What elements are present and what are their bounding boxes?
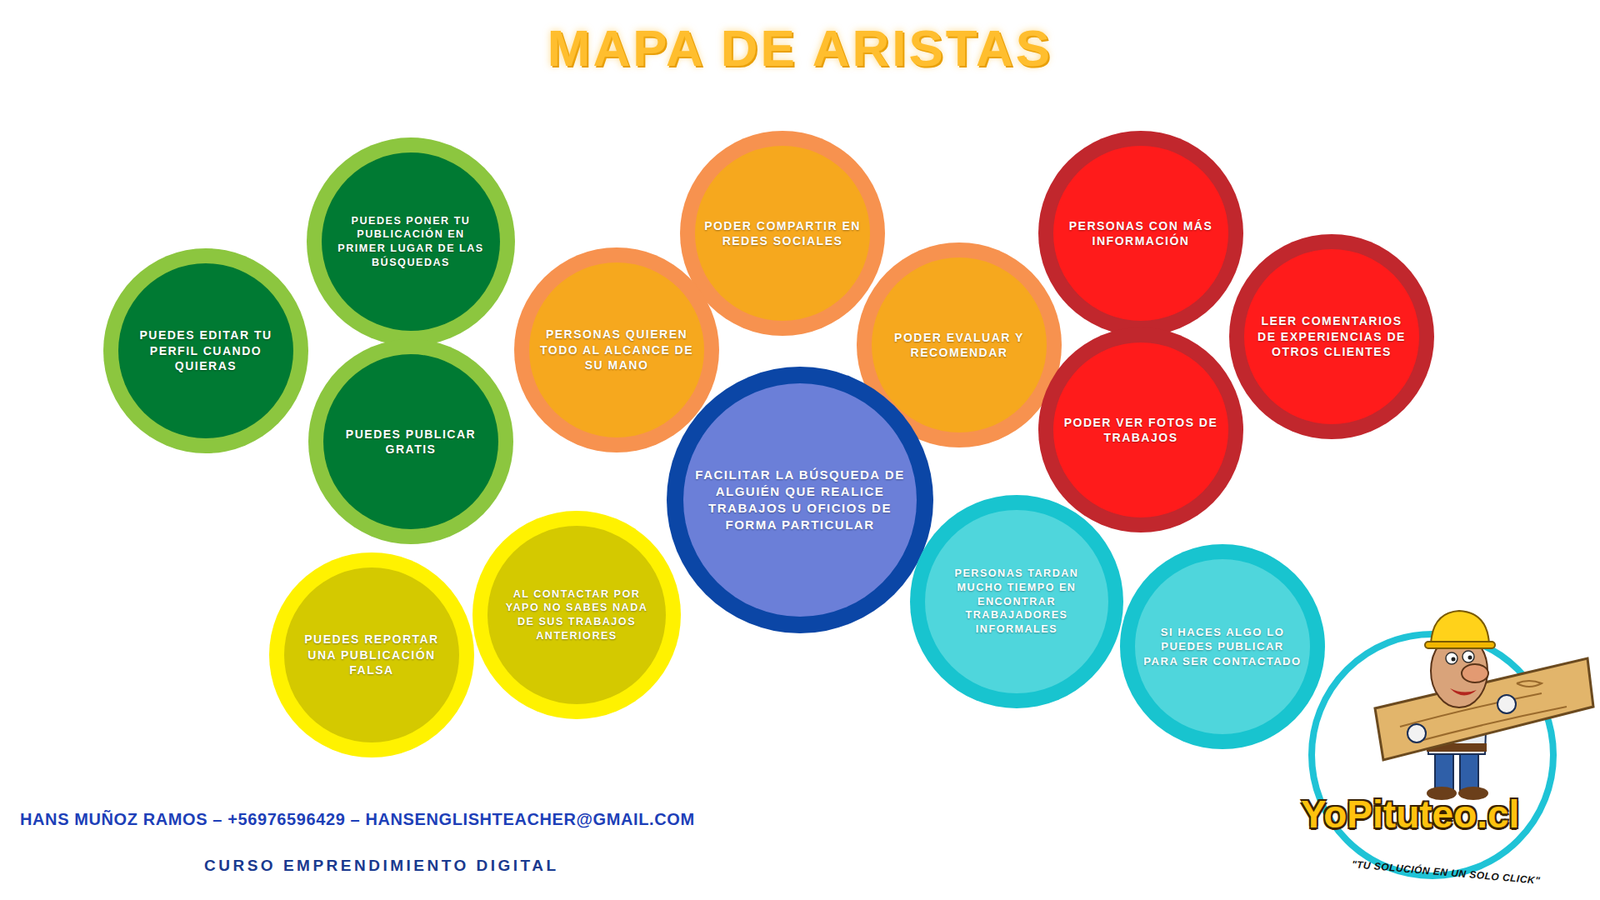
- idea-circle: PODER VER FOTOS DE TRABAJOS: [1038, 327, 1244, 533]
- course-name: CURSO EMPRENDIMIENTO DIGITAL: [204, 856, 560, 875]
- circle-fill: [1053, 145, 1229, 321]
- circle-text: AL CONTACTAR POR YAPO NO SABES NADA DE S…: [497, 587, 656, 643]
- circle-ring: [103, 248, 309, 454]
- circle-shape: [1038, 327, 1244, 533]
- circle-text: PERSONAS TARDAN MUCHO TIEMPO EN ENCONTRA…: [937, 566, 1096, 636]
- logo-tagline: "TU SOLUCIÓN EN UN SOLO CLICK": [1350, 858, 1540, 887]
- hard-hat: [1430, 610, 1490, 645]
- circle-ring: [666, 366, 934, 634]
- circle-fill: [683, 383, 917, 617]
- circle-text: PODER EVALUAR Y RECOMENDAR: [880, 330, 1039, 361]
- circle-fill: [695, 145, 870, 321]
- circle-text: PUEDES EDITAR TU PERFIL CUANDO QUIERAS: [126, 327, 285, 374]
- circle-fill: [321, 152, 500, 331]
- worker-cartoon: [1375, 610, 1594, 800]
- worker-eye: [1445, 652, 1458, 665]
- idea-circle: AL CONTACTAR POR YAPO NO SABES NADA DE S…: [472, 510, 681, 720]
- circle-text: PERSONAS QUIEREN TODO AL ALCANCE DE SU M…: [537, 326, 696, 373]
- logo-ring: [1311, 634, 1554, 876]
- author-credit: HANS MUÑOZ RAMOS – +56976596429 – HANSEN…: [20, 810, 695, 830]
- circle-text: LEER COMENTARIOS DE EXPERIENCIAS DE OTRO…: [1252, 313, 1411, 360]
- circle-ring: [1120, 544, 1325, 750]
- idea-circle: FACILITAR LA BÚSQUEDA DE ALGUIÉN QUE REA…: [666, 366, 934, 634]
- circle-shape: [1038, 130, 1244, 336]
- circle-text: PODER COMPARTIR EN REDES SOCIALES: [703, 218, 862, 250]
- circle-ring: [1038, 327, 1244, 533]
- circle-fill: [871, 257, 1047, 433]
- circle-shape: [306, 137, 515, 346]
- idea-circle: PERSONAS TARDAN MUCHO TIEMPO EN ENCONTRA…: [910, 495, 1124, 709]
- circle-text: FACILITAR LA BÚSQUEDA DE ALGUIÉN QUE REA…: [692, 466, 908, 533]
- worker-mouth: [1450, 688, 1477, 696]
- idea-circle: PUEDES EDITAR TU PERFIL CUANDO QUIERAS: [103, 248, 309, 454]
- logo-wordmark: YoPituteo.cl: [1300, 791, 1520, 837]
- worker-eye: [1462, 650, 1475, 663]
- circle-fill: [118, 263, 294, 439]
- circle-ring: [680, 130, 885, 336]
- circle-text: PUEDES PONER TU PUBLICACIÓN EN PRIMER LU…: [331, 214, 490, 270]
- idea-circle: PUEDES PONER TU PUBLICACIÓN EN PRIMER LU…: [306, 137, 515, 346]
- circle-text: PUEDES REPORTAR UNA PUBLICACIÓN FALSA: [292, 631, 451, 678]
- circle-text: SI HACES ALGO LO PUEDES PUBLICAR PARA SE…: [1143, 625, 1302, 669]
- idea-circle: PUEDES PUBLICAR GRATIS: [308, 339, 514, 545]
- circle-ring: [306, 137, 515, 346]
- circle-fill: [487, 525, 666, 705]
- circle-fill: [1053, 342, 1229, 518]
- worker-hand: [1407, 724, 1426, 743]
- idea-circle: PERSONAS QUIEREN TODO AL ALCANCE DE SU M…: [514, 247, 720, 453]
- circle-fill: [1135, 559, 1310, 735]
- circle-ring: [910, 495, 1124, 709]
- circle-fill: [284, 567, 460, 743]
- worker-pupil: [1451, 657, 1456, 662]
- idea-circle: LEER COMENTARIOS DE EXPERIENCIAS DE OTRO…: [1229, 234, 1435, 440]
- circle-ring: [269, 552, 475, 758]
- circle-ring: [472, 510, 681, 720]
- idea-circle: PERSONAS CON MÁS INFORMACIÓN: [1038, 130, 1244, 336]
- circle-ring: [1038, 130, 1244, 336]
- worker-pupil: [1468, 655, 1473, 660]
- circle-ring: [308, 339, 514, 545]
- circle-text: PUEDES PUBLICAR GRATIS: [331, 426, 490, 458]
- circle-ring: [1229, 234, 1435, 440]
- diagram-title: MAPA DE ARISTAS: [0, 18, 1600, 78]
- circle-fill: [323, 354, 499, 530]
- worker-hand: [1497, 695, 1516, 714]
- circle-shape: [680, 130, 885, 336]
- circle-text: PODER VER FOTOS DE TRABAJOS: [1061, 415, 1220, 446]
- idea-circle: PODER COMPARTIR EN REDES SOCIALES: [680, 130, 885, 336]
- circle-shape: [666, 366, 934, 634]
- circle-fill: [529, 262, 705, 438]
- idea-circle: PUEDES REPORTAR UNA PUBLICACIÓN FALSA: [269, 552, 475, 758]
- circle-fill: [1244, 249, 1420, 425]
- circle-shape: [472, 510, 681, 720]
- wood-plank: [1375, 658, 1594, 760]
- hard-hat-brim: [1425, 641, 1495, 649]
- circle-shape: [308, 339, 514, 545]
- circle-text: PERSONAS CON MÁS INFORMACIÓN: [1061, 218, 1220, 250]
- idea-circle: SI HACES ALGO LO PUEDES PUBLICAR PARA SE…: [1120, 544, 1325, 750]
- circle-fill: [925, 510, 1109, 694]
- circle-ring: [514, 247, 720, 453]
- worker-nose: [1461, 664, 1489, 683]
